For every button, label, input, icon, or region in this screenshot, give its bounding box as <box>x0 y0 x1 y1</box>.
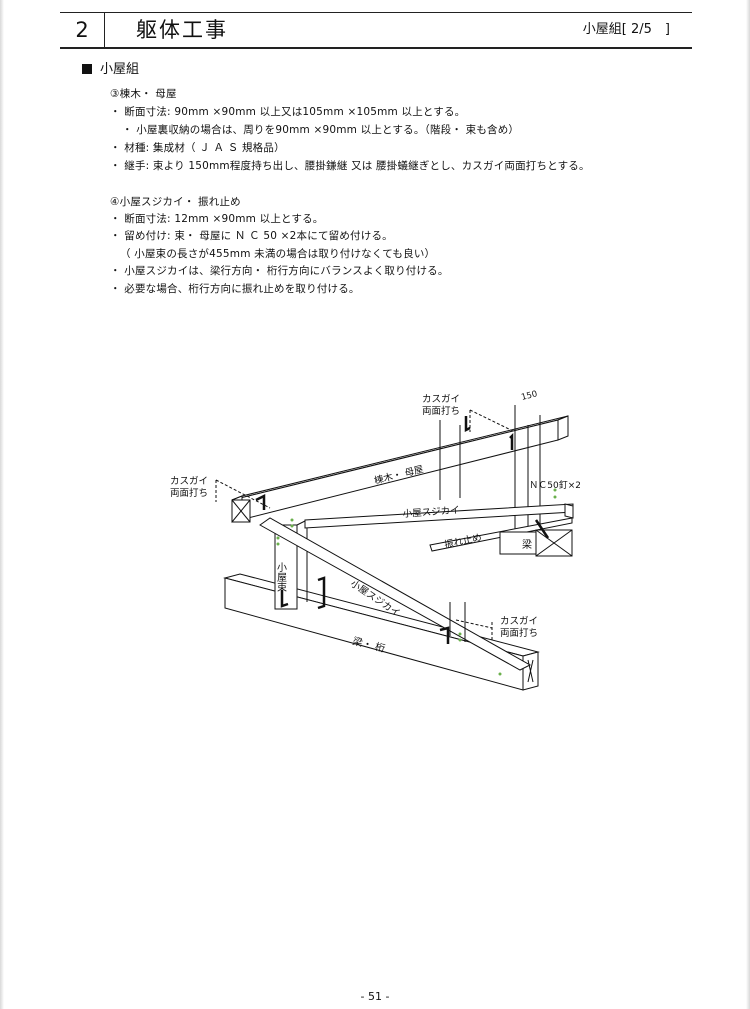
label-kasugai-right-2: 両面打ち <box>500 627 538 639</box>
label-kasugai-left-1: カスガイ <box>170 476 208 487</box>
roof-framing-diagram: カスガイ 両面打ち 150 カスガイ 両面打ち ＮＣ50釘×2 棟木・ 母屋 小… <box>170 389 580 691</box>
koyazuka-post <box>274 524 298 610</box>
chapter-title: 躯体工事 <box>136 18 228 42</box>
block4-line-5: ・ 必要な場合、桁行方向に振れ止めを取り付ける。 <box>110 283 360 295</box>
block4-line-1: ・ 断面寸法: 12mm ×90mm 以上とする。 <box>110 213 324 225</box>
label-kasugai-top-2: 両面打ち <box>422 405 460 417</box>
lower-brace <box>259 517 532 671</box>
block3-heading: ③棟木・ 母屋 <box>110 88 177 100</box>
label-koya-sujikai-upper: 小屋スジカイ <box>402 505 460 520</box>
block3-line-1: ・ 断面寸法: 90mm ×90mm 以上又は105mm ×105mm 以上とす… <box>110 106 466 118</box>
label-koyazuka: 小屋束 <box>275 562 287 593</box>
chapter-number: 2 <box>60 13 105 47</box>
kasugai-staples <box>255 416 550 644</box>
block3-line-2: ・ 小屋裏収納の場合は、周りを90mm ×90mm 以上とする。（階段・ 束も含… <box>122 124 520 136</box>
label-kasugai-left-2: 両面打ち <box>170 487 208 499</box>
label-furedome: 振れ止め <box>443 531 483 551</box>
label-dim-150: 150 <box>520 389 538 403</box>
page-edge-left <box>0 0 4 1009</box>
page-number: - 51 - <box>360 990 390 1003</box>
section-title-text: 小屋組 <box>100 62 140 77</box>
block4-line-3: （ 小屋束の長さが455mm 未満の場合は取り付けなくても良い） <box>120 248 436 260</box>
square-bullet-icon <box>82 64 92 74</box>
page-tag: 小屋組[ 2/5 ] <box>582 22 670 37</box>
page-edge-right <box>746 0 750 1009</box>
label-hari-small: 梁 <box>522 538 532 551</box>
nail-markers <box>276 488 557 676</box>
block3-line-4: ・ 継手: 束より 150mm程度持ち出し、腰掛鎌継 又は 腰掛蟻継ぎとし、カス… <box>110 160 590 172</box>
page-header: 2 躯体工事 小屋組[ 2/5 ] <box>60 12 692 49</box>
upper-brace-end <box>564 503 574 519</box>
block4-line-4: ・ 小屋スジカイは、梁行方向・ 桁行方向にバランスよく取り付ける。 <box>110 265 449 277</box>
label-nc-nails: ＮＣ50釘×2 <box>529 479 580 491</box>
section-title: 小屋組 <box>82 58 139 77</box>
diagram-linework <box>215 405 574 691</box>
purlin-end-right <box>557 415 569 441</box>
label-kasugai-top-1: カスガイ <box>422 394 460 405</box>
block4-heading: ④小屋スジカイ・ 振れ止め <box>110 196 241 208</box>
label-koyazuka-1: 小屋束 <box>275 562 287 593</box>
block4-line-2: ・ 留め付け: 束・ 母屋に Ｎ Ｃ 50 ×2本にて留め付ける。 <box>110 230 393 242</box>
label-kasugai-right-1: カスガイ <box>500 616 538 627</box>
block3-line-3: ・ 材種: 集成材（ Ｊ Ａ Ｓ 規格品） <box>110 142 285 154</box>
